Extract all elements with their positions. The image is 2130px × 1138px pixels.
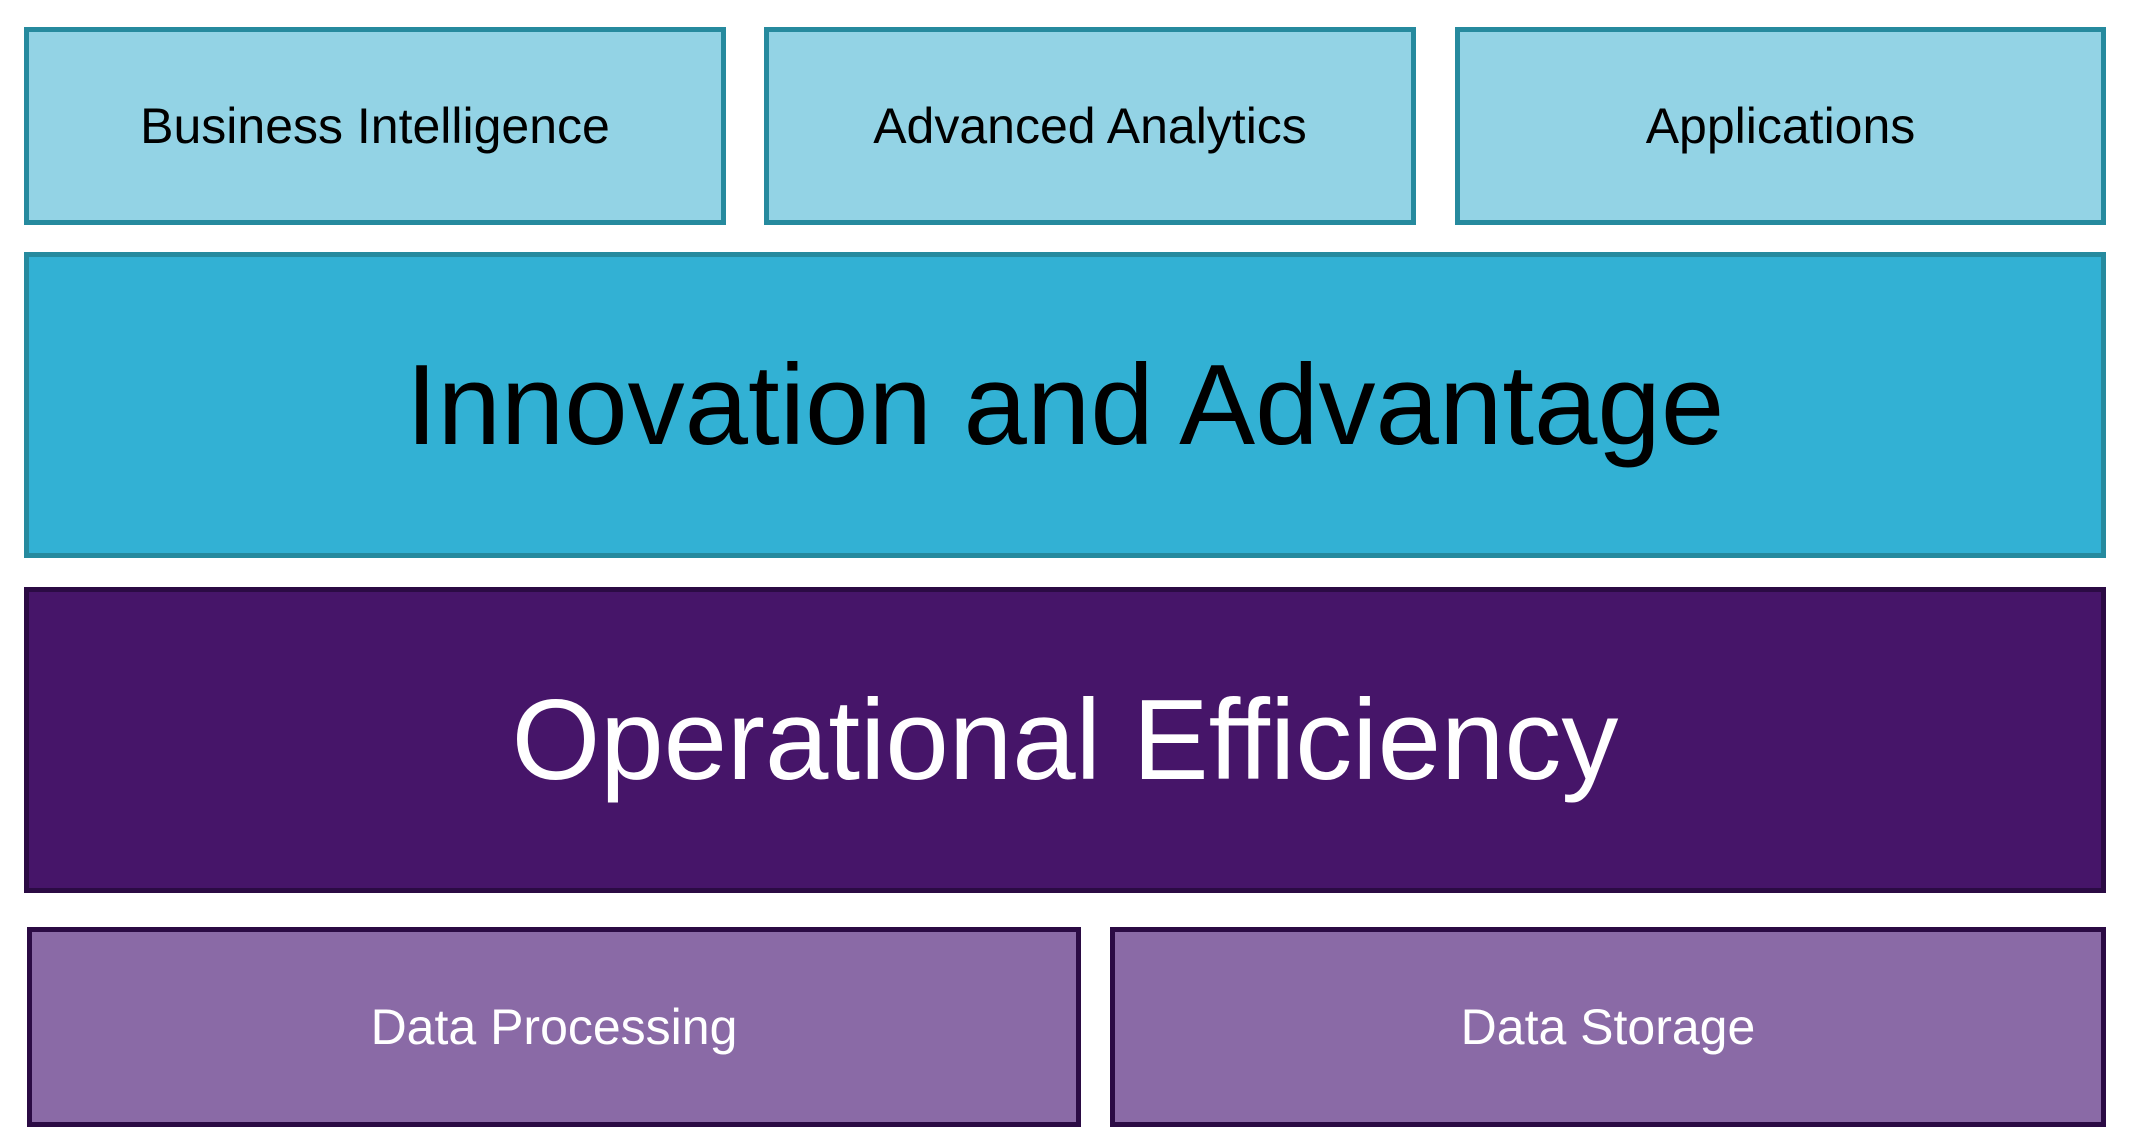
operational-efficiency-label: Operational Efficiency [511,676,1619,804]
data-processing-label: Data Processing [370,999,738,1055]
applications-box: Applications [1455,27,2106,225]
innovation-and-advantage-band: Innovation and Advantage [24,252,2106,558]
advanced-analytics-label: Advanced Analytics [873,98,1307,154]
advanced-analytics-box: Advanced Analytics [764,27,1416,225]
applications-label: Applications [1645,98,1916,154]
data-processing-box: Data Processing [27,927,1081,1127]
innovation-and-advantage-label: Innovation and Advantage [405,341,1725,469]
data-storage-label: Data Storage [1460,999,1756,1055]
business-intelligence-box: Business Intelligence [24,27,726,225]
operational-efficiency-band: Operational Efficiency [24,587,2106,893]
data-storage-box: Data Storage [1110,927,2106,1127]
business-intelligence-label: Business Intelligence [140,98,610,154]
